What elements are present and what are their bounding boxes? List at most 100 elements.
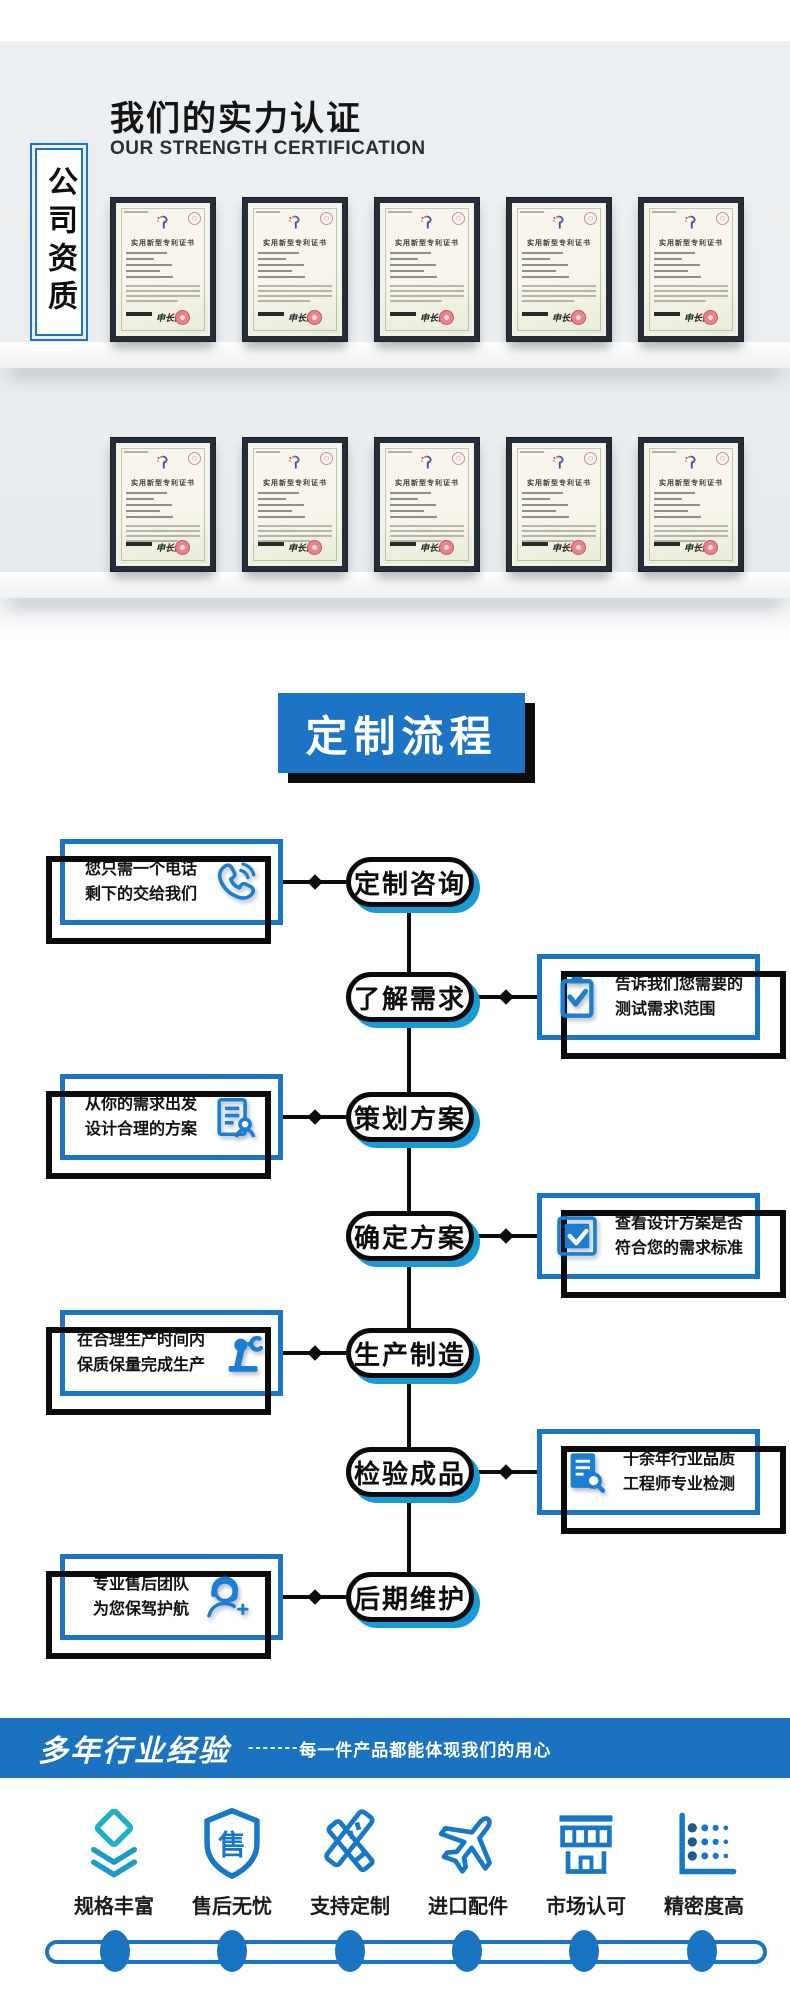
patent-logo-icon [551, 215, 567, 230]
certification-section: 我们的实力认证 OUR STRENGTH CERTIFICATION 公司资质 … [0, 41, 790, 645]
connector-line [474, 1470, 537, 1474]
feature-precision: 精密度高 [664, 1806, 744, 1919]
certificate-title: 实用新型专利证书 [131, 240, 195, 247]
experience-subtitle: 每一件产品都能体现我们的用心 [299, 1740, 552, 1760]
qualification-tab-label: 公司资质 [43, 166, 76, 318]
round-seal-icon [320, 212, 333, 225]
feature-imported: 进口配件 [428, 1806, 508, 1919]
certificate-frame: 实用新型专利证书申长雨 [374, 197, 480, 342]
round-seal-icon [188, 212, 201, 225]
experience-banner: 多年行业经验 ------- 每一件产品都能体现我们的用心 [0, 1718, 790, 1778]
red-stamp-icon [175, 310, 190, 325]
red-stamp-icon [175, 540, 190, 555]
timeline-dot [335, 1930, 365, 1972]
feature-aftersales: 售 售后无忧 [192, 1806, 272, 1919]
barcode [126, 312, 152, 316]
connector-line [283, 880, 346, 884]
robot-arm-icon [220, 1330, 266, 1376]
experience-section: 多年行业经验 ------- 每一件产品都能体现我们的用心 规格丰富 售 售后无… [0, 1718, 790, 2009]
red-stamp-icon [571, 310, 586, 325]
patent-logo-icon [683, 215, 699, 230]
timeline-dot [569, 1930, 599, 1972]
shield-icon: 售 [192, 1806, 272, 1884]
experience-title: 多年行业经验 [38, 1735, 230, 1768]
certificate-frame: 实用新型专利证书申长雨 [242, 197, 348, 342]
airplane-icon [428, 1806, 508, 1884]
signature: 申长雨 [156, 313, 184, 323]
phone-icon [212, 859, 258, 905]
connector-line [283, 1595, 346, 1599]
connector-line [474, 995, 537, 999]
company-qualification-tab: 公司资质 [30, 143, 88, 341]
process-node-1: 定制咨询 [346, 857, 474, 907]
round-seal-icon [584, 452, 597, 465]
red-stamp-icon [703, 540, 718, 555]
clipboard-check-icon [554, 974, 600, 1020]
round-seal-icon [716, 452, 729, 465]
patent-logo-icon [287, 455, 303, 470]
feature-row: 规格丰富 售 售后无忧 支持定制 进口配件 市场认可 精密度高 [74, 1806, 790, 1919]
process-node-7: 后期维护 [346, 1572, 474, 1622]
patent-logo-icon [419, 215, 435, 230]
connector-line [283, 1115, 346, 1119]
timeline-bar [45, 1940, 767, 1964]
timeline-dot [452, 1930, 482, 1972]
red-stamp-icon [307, 310, 322, 325]
red-stamp-icon [703, 310, 718, 325]
certificate-frame: 实用新型专利证书申长雨 [110, 437, 216, 572]
document-user-icon [212, 1094, 258, 1140]
storefront-icon [546, 1806, 626, 1884]
svg-text:售: 售 [218, 1829, 246, 1860]
process-title: 定制流程 [305, 712, 498, 760]
checkbox-icon [554, 1213, 600, 1259]
shelf [0, 342, 790, 368]
headset-user-icon [204, 1574, 250, 1620]
document-search-icon [562, 1449, 608, 1495]
process-node-4: 确定方案 [346, 1211, 474, 1261]
red-stamp-icon [571, 540, 586, 555]
step-callout-6: 十余年行业品质工程师专业检测 [537, 1429, 786, 1534]
feature-custom: 支持定制 [310, 1806, 390, 1919]
step-callout-1: 您只需一个电话剩下的交给我们 [46, 839, 283, 944]
certificate-paper: 实用新型专利证书申长雨 [116, 203, 210, 336]
step-callout-7: 专业售后团队为您保驾护航 [46, 1554, 283, 1659]
process-title-box: 定制流程 [278, 693, 525, 773]
certificate-frame: 实用新型专利证书申长雨 [506, 197, 612, 342]
tools-icon [310, 1806, 390, 1884]
section-title-en: OUR STRENGTH CERTIFICATION [110, 138, 426, 159]
round-seal-icon [320, 452, 333, 465]
round-seal-icon [716, 212, 729, 225]
process-node-5: 生产制造 [346, 1328, 474, 1378]
chart-dots-icon [664, 1806, 744, 1884]
timeline-dot [100, 1930, 130, 1972]
certificate-frame: 实用新型专利证书申长雨 [374, 437, 480, 572]
step-callout-2: 告诉我们您需要的测试需求\范围 [537, 954, 786, 1059]
connector-line [283, 1351, 346, 1355]
timeline-dot [687, 1930, 717, 1972]
certificate-frame: 实用新型专利证书申长雨 [638, 197, 744, 342]
section-title-cn: 我们的实力认证 [110, 100, 362, 138]
red-stamp-icon [439, 310, 454, 325]
process-node-6: 检验成品 [346, 1447, 474, 1497]
round-seal-icon [452, 452, 465, 465]
certificate-frame: 实用新型专利证书申长雨 [506, 437, 612, 572]
round-seal-icon [188, 452, 201, 465]
layers-icon [74, 1806, 154, 1884]
dash-decoration: ------- [248, 1739, 300, 1756]
feature-market: 市场认可 [546, 1806, 626, 1919]
patent-logo-icon [683, 455, 699, 470]
patent-logo-icon [419, 455, 435, 470]
certificate-frame: 实用新型专利证书申长雨 [242, 437, 348, 572]
top-spacer [0, 0, 790, 41]
connector-line [474, 1234, 537, 1238]
shelf [0, 572, 790, 598]
certificate-frame: 实用新型专利证书申长雨 [638, 437, 744, 572]
step-callout-5: 在合理生产时间内保质保量完成生产 [46, 1310, 283, 1415]
step-callout-4: 查看设计方案是否符合您的需求标准 [537, 1193, 786, 1298]
feature-specs: 规格丰富 [74, 1806, 154, 1919]
process-node-3: 策划方案 [346, 1092, 474, 1142]
certificate-frame: 实用新型专利证书申长雨 [110, 197, 216, 342]
patent-logo-icon [155, 455, 171, 470]
round-seal-icon [452, 212, 465, 225]
